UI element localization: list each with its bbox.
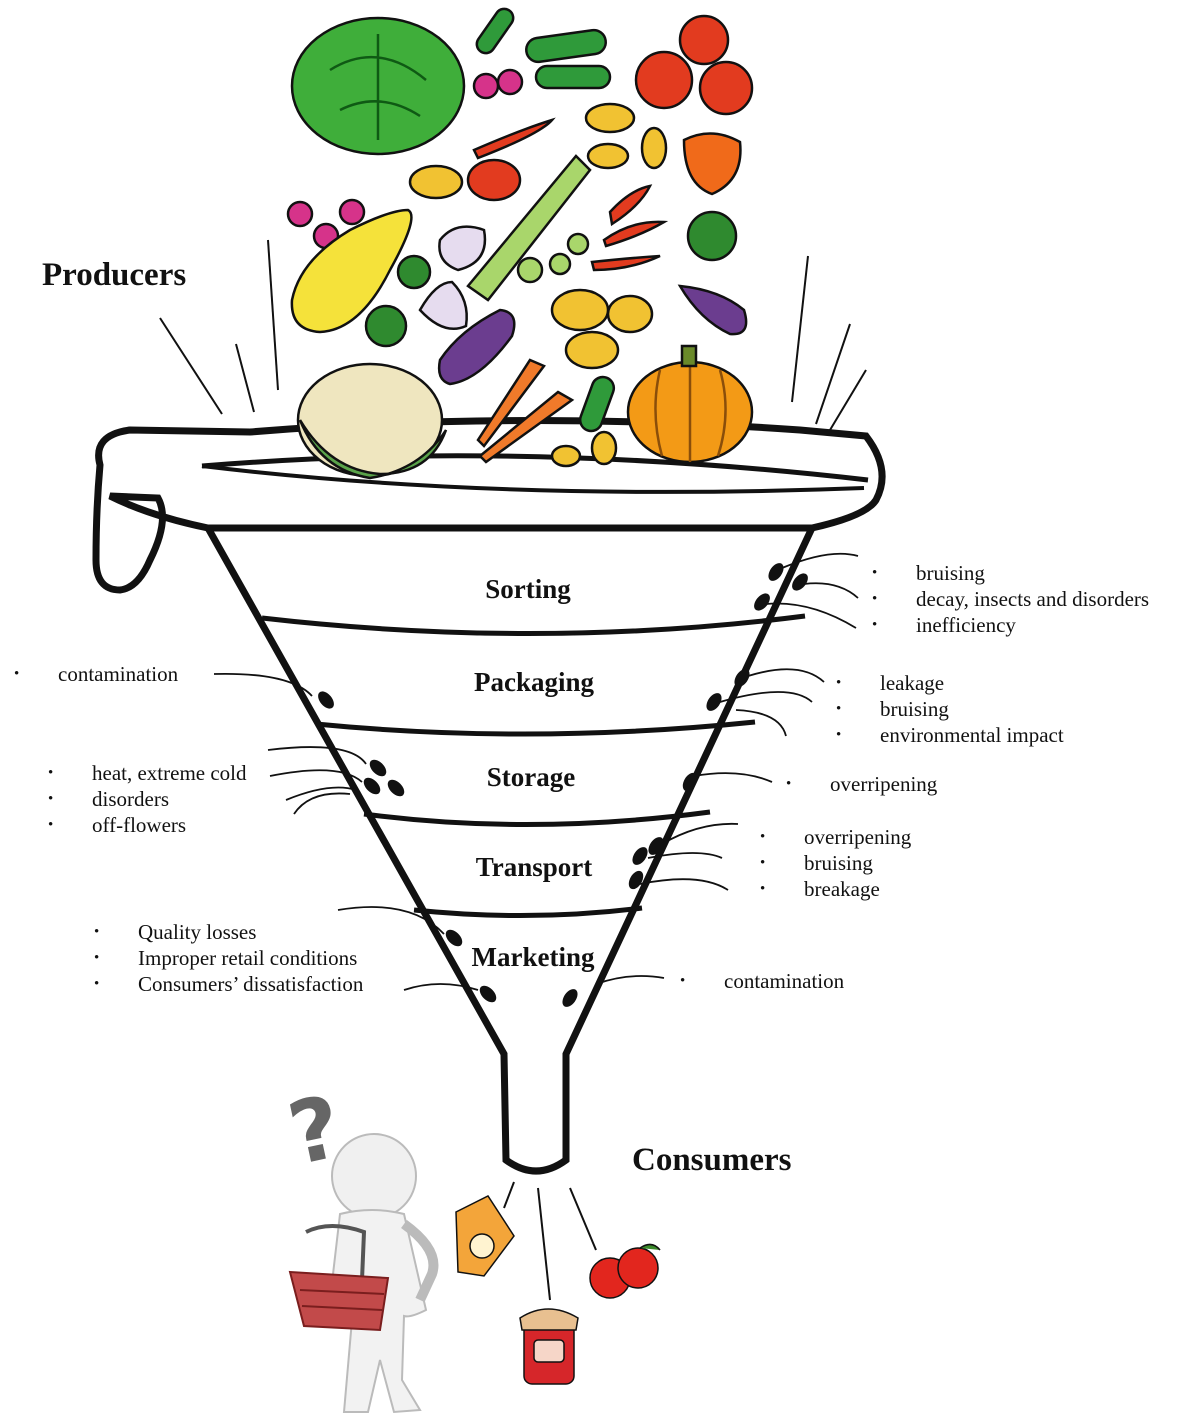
storage-left-losses-list: heat, extreme cold disorders off-flowers [48, 760, 247, 838]
list-item: decay, insects and disorders [872, 586, 1149, 612]
producers-label: Producers [42, 257, 187, 293]
list-item: bruising [760, 850, 911, 876]
transport-losses-list: overripening bruising breakage [760, 824, 911, 902]
list-item: overripening [760, 824, 911, 850]
zucchini-icon [290, 208, 413, 334]
lettuce-icon [290, 16, 466, 156]
list-item: environmental impact [836, 722, 1064, 748]
radish-icon [286, 68, 524, 250]
carrot-icon [476, 358, 575, 464]
svg-text:?: ? [280, 1077, 350, 1185]
list-item: contamination [680, 968, 844, 994]
motion-lines [159, 239, 867, 431]
apples-icon [589, 1243, 661, 1299]
potato-icon [408, 102, 668, 468]
vegetables [286, 7, 754, 480]
cucumber-icon [475, 7, 616, 433]
pumpkin-icon [626, 344, 754, 464]
stage-transport: Transport [475, 852, 593, 882]
broccoli-icon [364, 210, 738, 348]
stage-marketing: Marketing [471, 942, 595, 972]
list-item: breakage [760, 876, 911, 902]
list-item: bruising [836, 696, 1064, 722]
consumers-label: Consumers [632, 1142, 792, 1178]
chili-icon [472, 117, 669, 272]
list-item: Quality losses [94, 919, 363, 945]
stage-packaging: Packaging [473, 667, 594, 697]
basket-icon [288, 1224, 390, 1332]
stage-sorting: Sorting [485, 574, 571, 604]
juice-carton-icon [455, 1195, 515, 1277]
jam-jar-icon [519, 1308, 579, 1385]
eggplant-icon [437, 284, 748, 386]
storage-right-losses-list: overripening [786, 771, 937, 797]
shopper-figure-icon [328, 1133, 439, 1414]
list-item: off-flowers [48, 812, 247, 838]
stage-storage: Storage [486, 762, 576, 792]
list-item: Improper retail conditions [94, 945, 363, 971]
garlic-icon [418, 225, 487, 330]
loss-spots [318, 563, 808, 1007]
list-item: bruising [872, 560, 1149, 586]
list-item: leakage [836, 670, 1064, 696]
pepper-icon [682, 132, 742, 196]
leek-icon [466, 154, 592, 302]
packaging-left-losses-list: contamination [14, 661, 178, 687]
list-item: overripening [786, 771, 937, 797]
connector-lines [213, 552, 859, 991]
marketing-left-losses-list: Quality losses Improper retail condition… [94, 919, 363, 997]
question-mark-icon: ? [280, 1077, 350, 1185]
list-item: inefficiency [872, 612, 1149, 638]
list-item: Consumers’ dissatisfaction [94, 971, 363, 997]
packaging-right-losses-list: leakage bruising environmental impact [836, 670, 1064, 748]
list-item: disorders [48, 786, 247, 812]
consumer-products [455, 1181, 661, 1385]
sorting-losses-list: bruising decay, insects and disorders in… [872, 560, 1149, 638]
cauliflower-icon [296, 362, 448, 480]
marketing-right-losses-list: contamination [680, 968, 844, 994]
tomato-icon [466, 14, 754, 202]
list-item: heat, extreme cold [48, 760, 247, 786]
list-item: contamination [14, 661, 178, 687]
